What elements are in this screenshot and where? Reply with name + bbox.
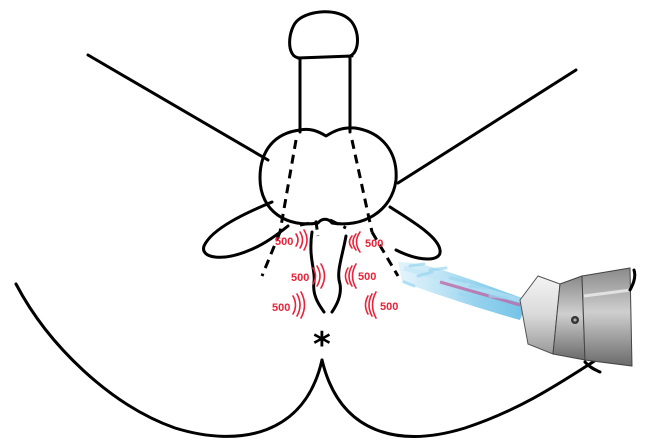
- marker-right-lower: 500: [366, 292, 399, 318]
- marker-label: 500: [358, 271, 376, 283]
- wave-icon: [366, 292, 377, 318]
- shaft-outline: [290, 12, 358, 132]
- marker-label: 500: [380, 301, 398, 313]
- shockwave-device: [398, 262, 635, 372]
- device-handle: [582, 268, 632, 366]
- central-canal-right: [332, 236, 346, 312]
- left-lobe: [204, 202, 288, 257]
- wave-icon: [350, 232, 361, 252]
- device-beam: [398, 262, 528, 320]
- scrotum-outline: [260, 128, 396, 224]
- central-canal-left: [311, 232, 324, 312]
- marker-right-upper: 500: [350, 232, 384, 252]
- right-buttock-curve: [322, 360, 596, 436]
- right-lobe: [390, 207, 440, 259]
- marker-right-middle: 500: [346, 264, 377, 288]
- right-thigh-line: [398, 70, 576, 183]
- marker-label: 500: [275, 236, 293, 248]
- marker-left-lower: 500: [272, 292, 305, 318]
- marker-left-middle: 500: [291, 264, 325, 288]
- wave-icon: [346, 264, 357, 288]
- wave-icon: [296, 230, 307, 250]
- center-symbol: *: [313, 325, 331, 365]
- left-thigh-line: [88, 55, 268, 160]
- wave-icon: [293, 292, 305, 318]
- dashed-line-right-outer: [352, 140, 372, 232]
- marker-label: 500: [365, 238, 383, 250]
- marker-label: 500: [272, 302, 290, 314]
- marker-label: 500: [291, 272, 309, 284]
- dashed-line-left-outer: [280, 140, 296, 232]
